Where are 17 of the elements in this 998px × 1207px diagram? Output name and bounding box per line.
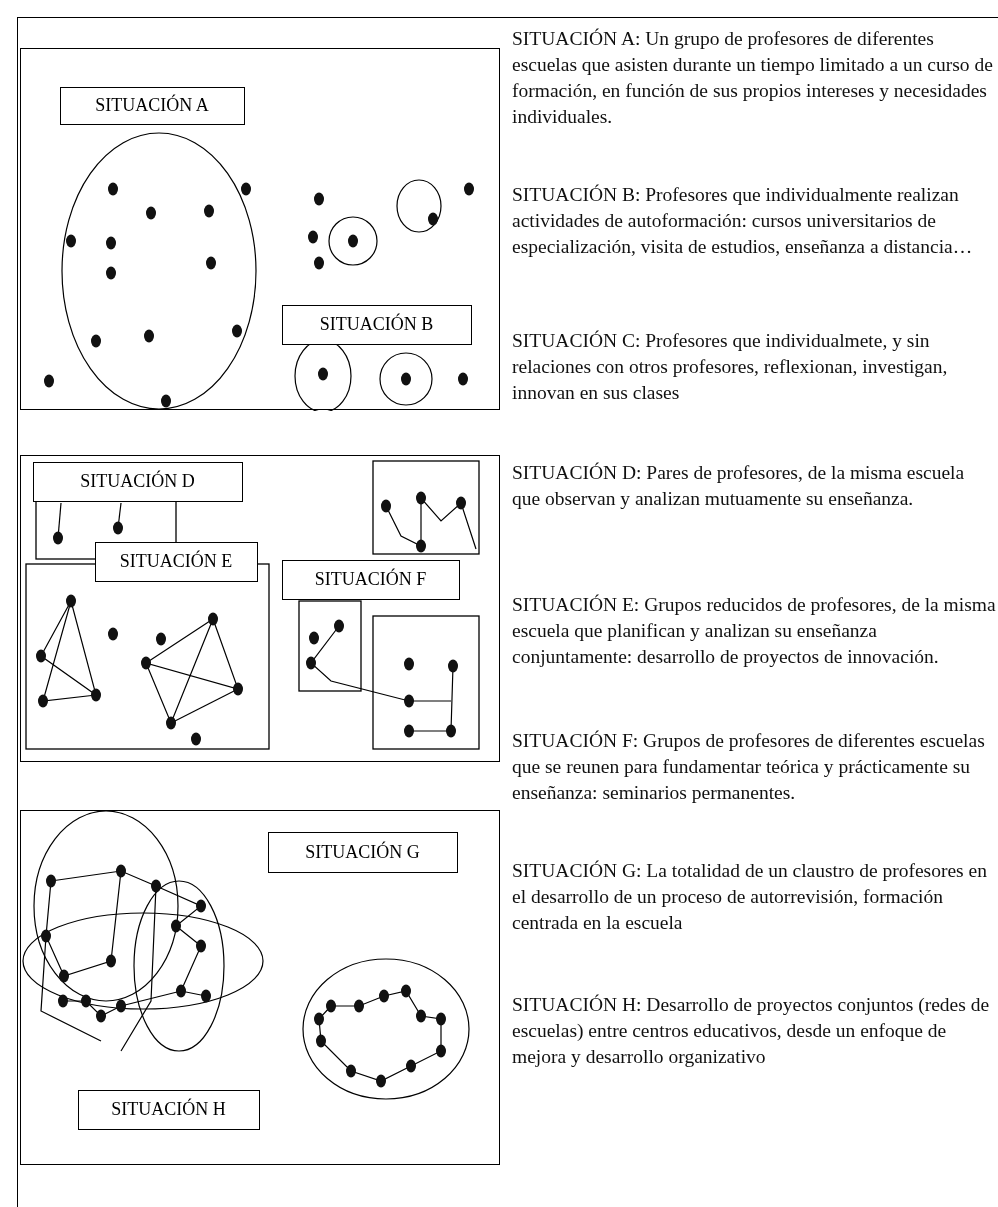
description-paragraph: SITUACIÓN H: Desarrollo de proyectos conjuntos (redes de escuelas) entre centros educativos, desde un enfoque de mejora y desarrollo organizativo bbox=[512, 993, 991, 1069]
diagram-panel bbox=[20, 810, 500, 1165]
description-paragraph: SITUACIÓN G: La totalidad de un claustro de profesores en el desarrollo de un proceso de autorrevisión, formación centrada en la escuela bbox=[512, 859, 988, 935]
situation-label: SITUACIÓN G bbox=[267, 831, 458, 873]
situation-label: SITUACIÓN E bbox=[94, 541, 258, 582]
situation-label: SITUACIÓN D bbox=[32, 461, 243, 502]
description-paragraph: SITUACIÓN C: Profesores que individualmete, y sin relaciones con otros profesores, reflexionan, investigan, innovan en sus clases bbox=[512, 329, 949, 405]
description-paragraph: SITUACIÓN E: Grupos reducidos de profesores, de la misma escuela que planifican y analizan su enseñanza conjuntamente: desarrollo de proyectos de innovación. bbox=[512, 593, 996, 669]
situation-label: SITUACIÓN B bbox=[281, 304, 472, 345]
situation-label: SITUACIÓN F bbox=[281, 559, 460, 600]
situation-label: SITUACIÓN H bbox=[77, 1089, 260, 1130]
description-paragraph: SITUACIÓN B: Profesores que individualmente realizan actividades de autoformación: cursos universitarios de especialización, visita de estudios, enseñanza a distancia… bbox=[512, 183, 974, 259]
description-paragraph: SITUACIÓN F: Grupos de profesores de diferentes escuelas que se reunen para fundamentar teórica y prácticamente su enseñanza: seminarios permanentes. bbox=[512, 729, 986, 805]
description-paragraph: SITUACIÓN A: Un grupo de profesores de diferentes escuelas que asisten durante un tiempo limitado a un curso de formación, en función de sus propios intereses y necesidades individuales. bbox=[512, 27, 994, 129]
description-paragraph: SITUACIÓN D: Pares de profesores, de la misma escuela que observan y analizan mutuamente su enseñanza. bbox=[512, 461, 966, 511]
situation-label: SITUACIÓN A bbox=[59, 86, 245, 125]
diagram-panel bbox=[20, 48, 500, 410]
